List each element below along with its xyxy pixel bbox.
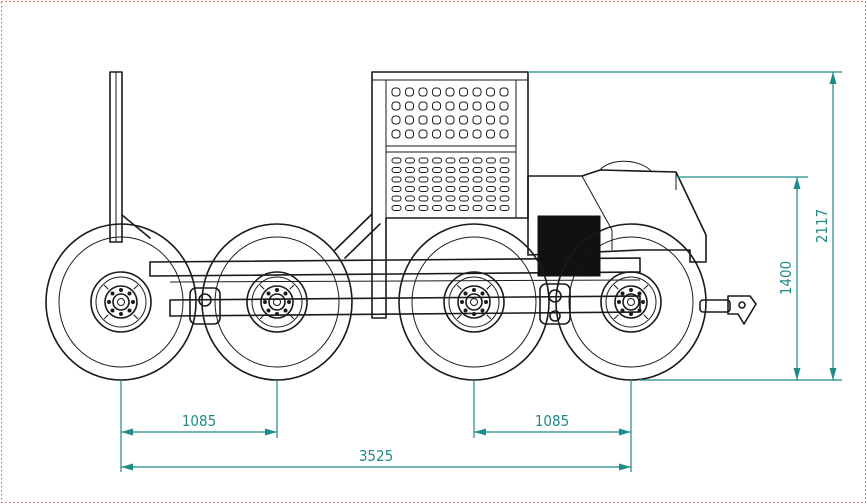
- dim-label-wheelbase-rear: 1085: [182, 412, 216, 430]
- dimension-lines: 1085 1085 3525 1400 2117: [120, 71, 842, 472]
- wheels: [45, 223, 707, 381]
- wheel-3: [398, 223, 550, 381]
- wheel-1: [45, 223, 197, 381]
- dim-total-wheelbase: 3525: [121, 447, 631, 471]
- wheel-2: [201, 223, 353, 381]
- dim-label-wheelbase-front: 1085: [535, 412, 569, 430]
- dim-wheelbase-front: 1085: [474, 412, 631, 436]
- wheel-4: [555, 223, 707, 381]
- cabin: [371, 71, 529, 319]
- perforated-guard: [391, 87, 510, 211]
- chassis-frame: [149, 213, 641, 325]
- dim-wheelbase-rear: 1085: [121, 412, 277, 436]
- engine-intake: [537, 215, 601, 277]
- rear-stake: [109, 71, 151, 243]
- dim-label-total-height: 2117: [813, 209, 831, 243]
- dim-total-height: 2117: [813, 72, 837, 380]
- dim-label-body-height: 1400: [777, 261, 795, 295]
- dim-label-total-wheelbase: 3525: [359, 447, 393, 465]
- tow-hitch: [699, 295, 757, 325]
- engine-hood: [527, 160, 707, 277]
- dim-body-height: 1400: [777, 177, 801, 380]
